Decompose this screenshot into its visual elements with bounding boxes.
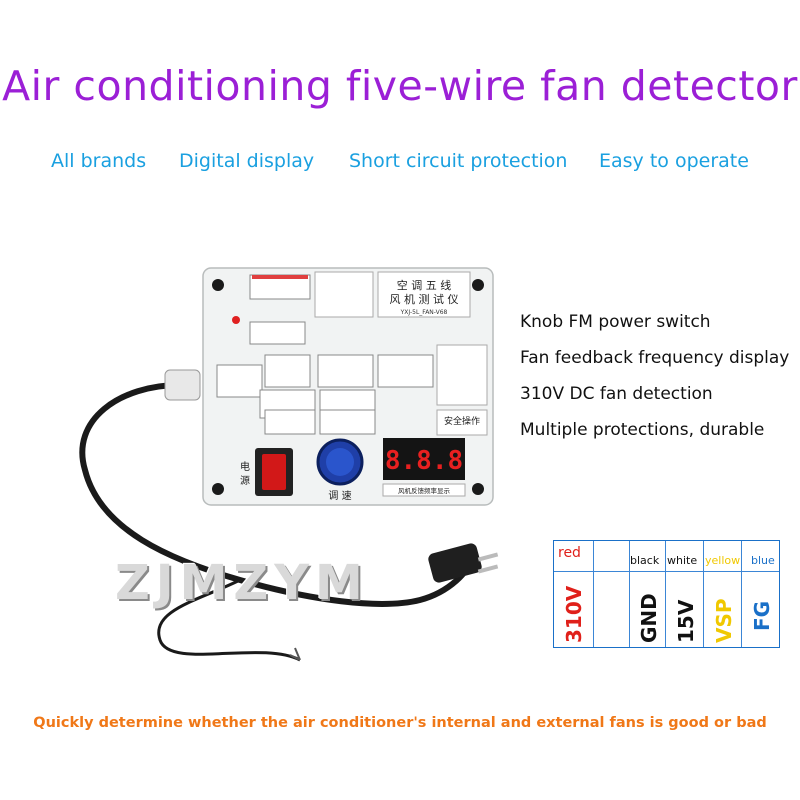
bullet-item: Knob FM power switch bbox=[520, 312, 711, 332]
status-led bbox=[232, 316, 240, 324]
svg-text:YXJ-5L_FAN-V68: YXJ-5L_FAN-V68 bbox=[400, 309, 448, 316]
svg-text:电: 电 bbox=[240, 460, 250, 473]
bullet-item: Fan feedback frequency display bbox=[520, 348, 790, 368]
svg-text:源: 源 bbox=[240, 474, 250, 487]
wire-color-label: white bbox=[667, 554, 698, 567]
wire-color-label: yellow bbox=[705, 554, 741, 567]
bullet-item: 310V DC fan detection bbox=[520, 384, 713, 404]
footer-caption: Quickly determine whether the air condit… bbox=[33, 715, 767, 731]
warning-box bbox=[436, 344, 488, 406]
svg-text:风 机 测 试 仪: 风 机 测 试 仪 bbox=[390, 292, 459, 306]
brand-label-box bbox=[314, 271, 374, 318]
feature-short-circuit: Short circuit protection bbox=[349, 150, 568, 172]
wire-color-label: black bbox=[630, 554, 660, 567]
feature-easy-operate: Easy to operate bbox=[599, 150, 749, 172]
wire-color-table: red black white yellow blue 310V GND 15V… bbox=[553, 540, 780, 648]
wire-col-red bbox=[554, 541, 594, 647]
cable-end bbox=[157, 578, 301, 662]
page-title: Air conditioning five-wire fan detector bbox=[2, 62, 798, 110]
feature-bullets: Knob FM power switch Fan feedback freque… bbox=[520, 310, 789, 454]
connector bbox=[249, 321, 306, 345]
wire-voltage-label: 15V bbox=[674, 599, 698, 643]
svg-text:安全操作: 安全操作 bbox=[444, 415, 480, 427]
feature-digital-display: Digital display bbox=[179, 150, 315, 172]
svg-text:空 调 五 线: 空 调 五 线 bbox=[397, 278, 452, 292]
svg-text:8.8.8: 8.8.8 bbox=[385, 446, 463, 476]
wire-col-yellow bbox=[704, 541, 742, 647]
screw bbox=[212, 279, 224, 291]
wire-color-label: red bbox=[558, 545, 581, 561]
wire-col-white bbox=[666, 541, 704, 647]
wire-col-empty bbox=[594, 541, 630, 647]
screw bbox=[472, 483, 484, 495]
watermark-text: ZJMZYM bbox=[115, 555, 369, 611]
wire-voltage-label: GND bbox=[637, 593, 661, 643]
screw bbox=[472, 279, 484, 291]
svg-text:风机反馈频率显示: 风机反馈频率显示 bbox=[398, 486, 451, 495]
wire-color-label: blue bbox=[751, 554, 775, 567]
svg-text:调 速: 调 速 bbox=[328, 490, 351, 502]
wire-voltage-label: VSP bbox=[712, 598, 736, 643]
cable-connector bbox=[164, 369, 201, 401]
digital-display bbox=[383, 438, 465, 480]
power-cable bbox=[79, 382, 473, 607]
power-plug bbox=[428, 543, 499, 583]
screw bbox=[212, 483, 224, 495]
wire-voltage-label: 310V bbox=[562, 585, 586, 643]
feature-all-brands: All brands bbox=[51, 150, 147, 172]
wire-voltage-label: FG bbox=[750, 600, 774, 631]
bullet-item: Multiple protections, durable bbox=[520, 420, 765, 440]
title-box bbox=[377, 271, 471, 318]
safety-box bbox=[436, 409, 488, 436]
wire-col-black bbox=[630, 541, 666, 647]
